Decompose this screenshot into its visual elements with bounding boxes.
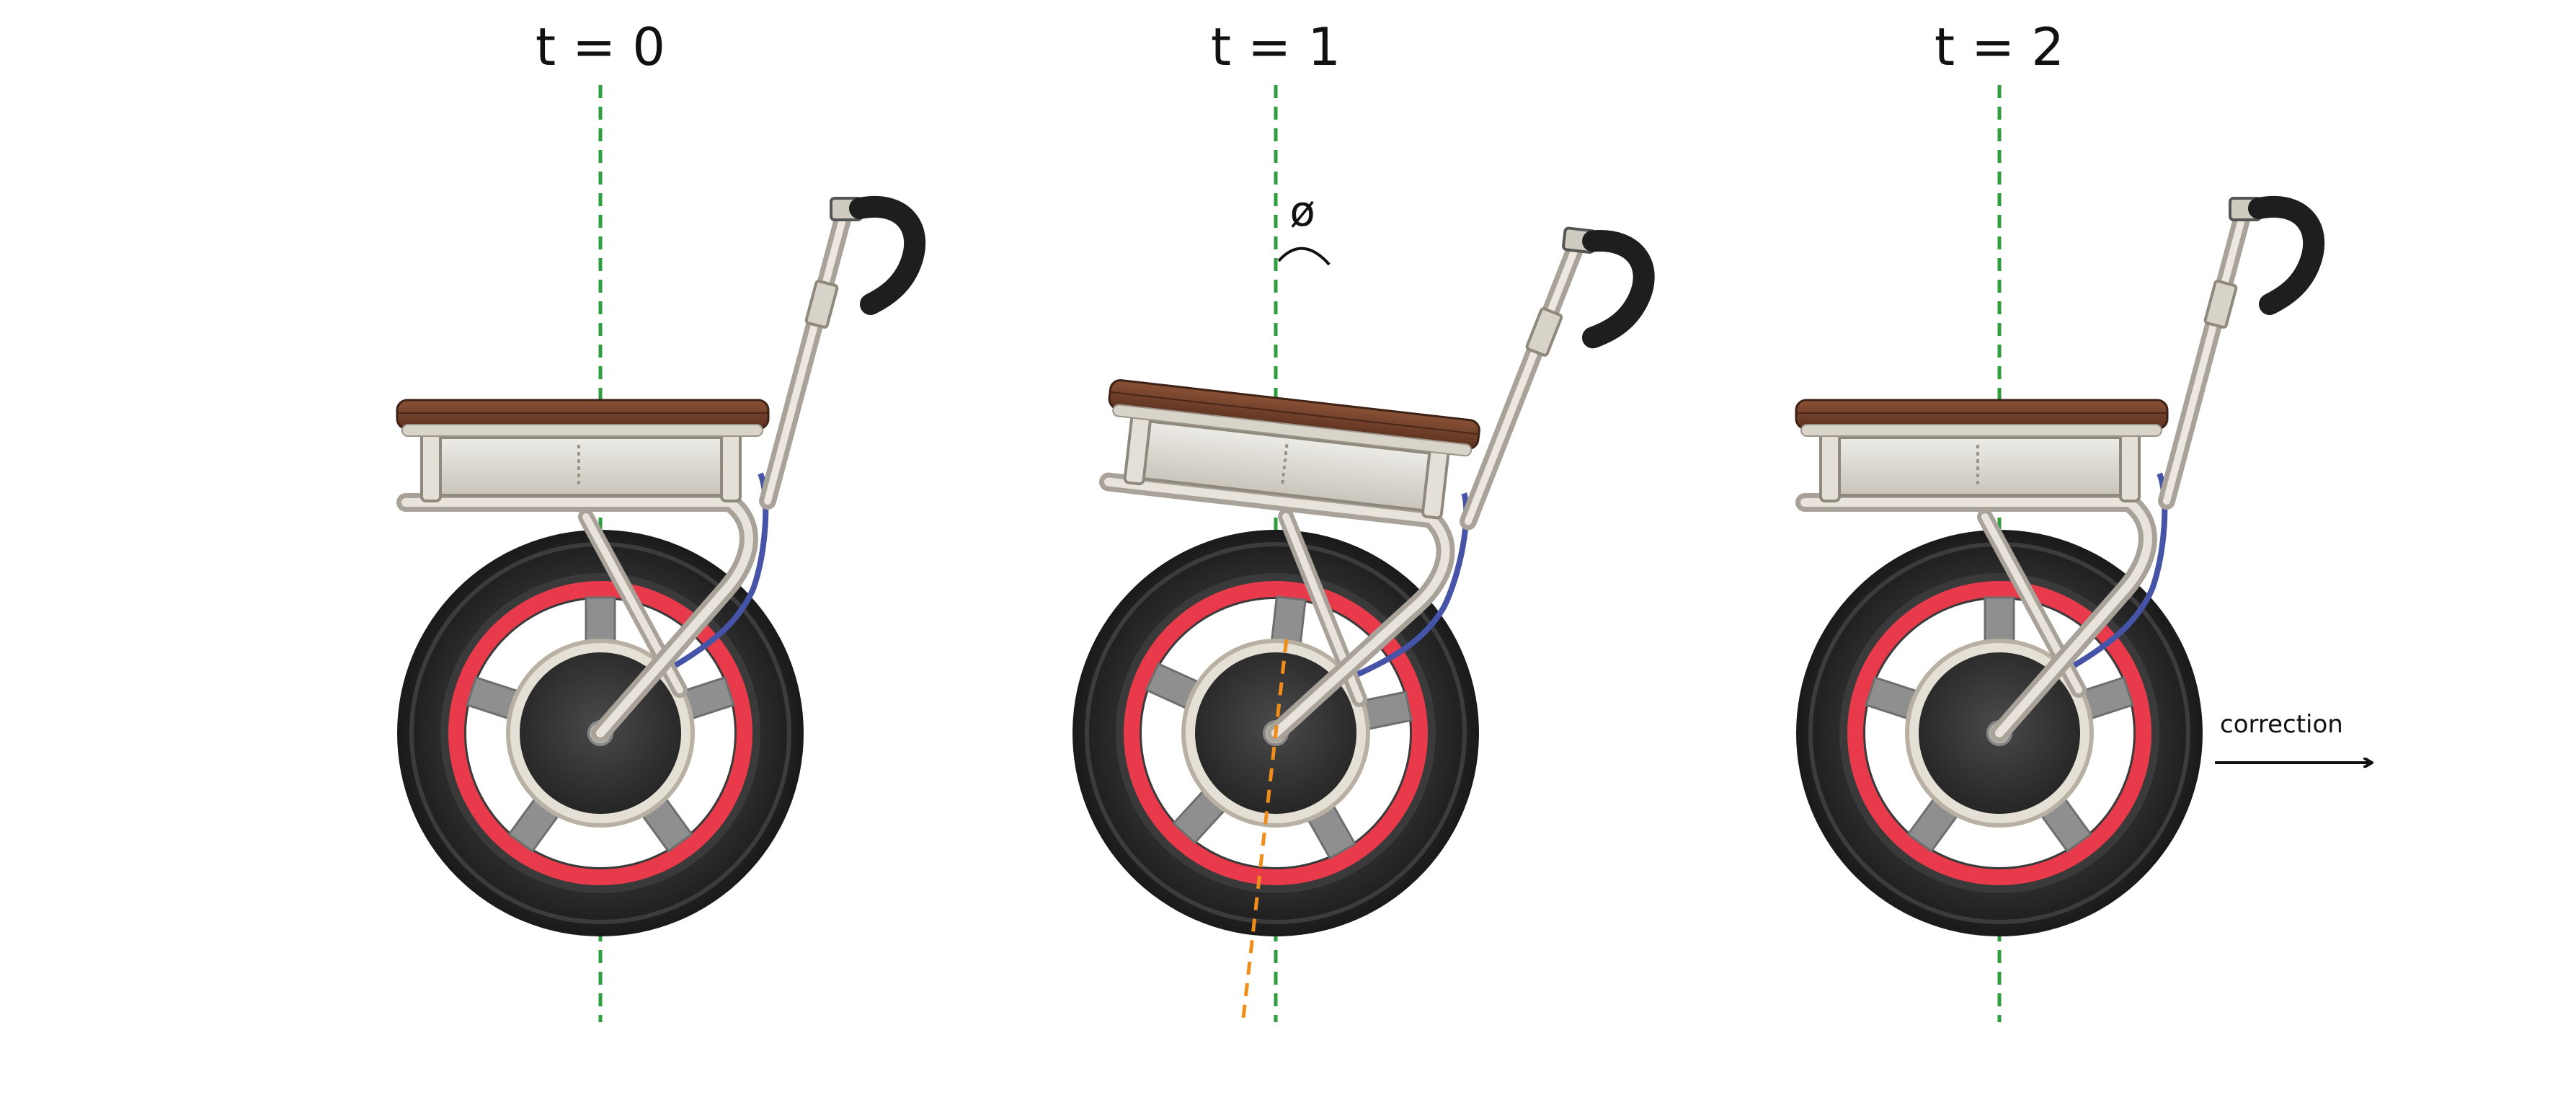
frame-2: t = 2 correction <box>1796 17 2371 1022</box>
self-balancing-unicycle-icon <box>1796 198 2314 936</box>
frame-label: t = 2 <box>1935 17 2064 77</box>
tilt-angle-arc <box>1277 247 1331 266</box>
self-balancing-unicycle-icon <box>1051 179 1648 971</box>
frame-label: t = 0 <box>536 17 665 77</box>
self-balancing-unicycle-icon <box>397 198 915 936</box>
correction-label: correction <box>2220 710 2343 739</box>
frame-0: t = 0 <box>397 17 915 1022</box>
tilt-angle-symbol: ø <box>1289 187 1315 236</box>
frame-1: t = 1 ø <box>1051 17 1648 1023</box>
frame-label: t = 1 <box>1211 17 1341 77</box>
